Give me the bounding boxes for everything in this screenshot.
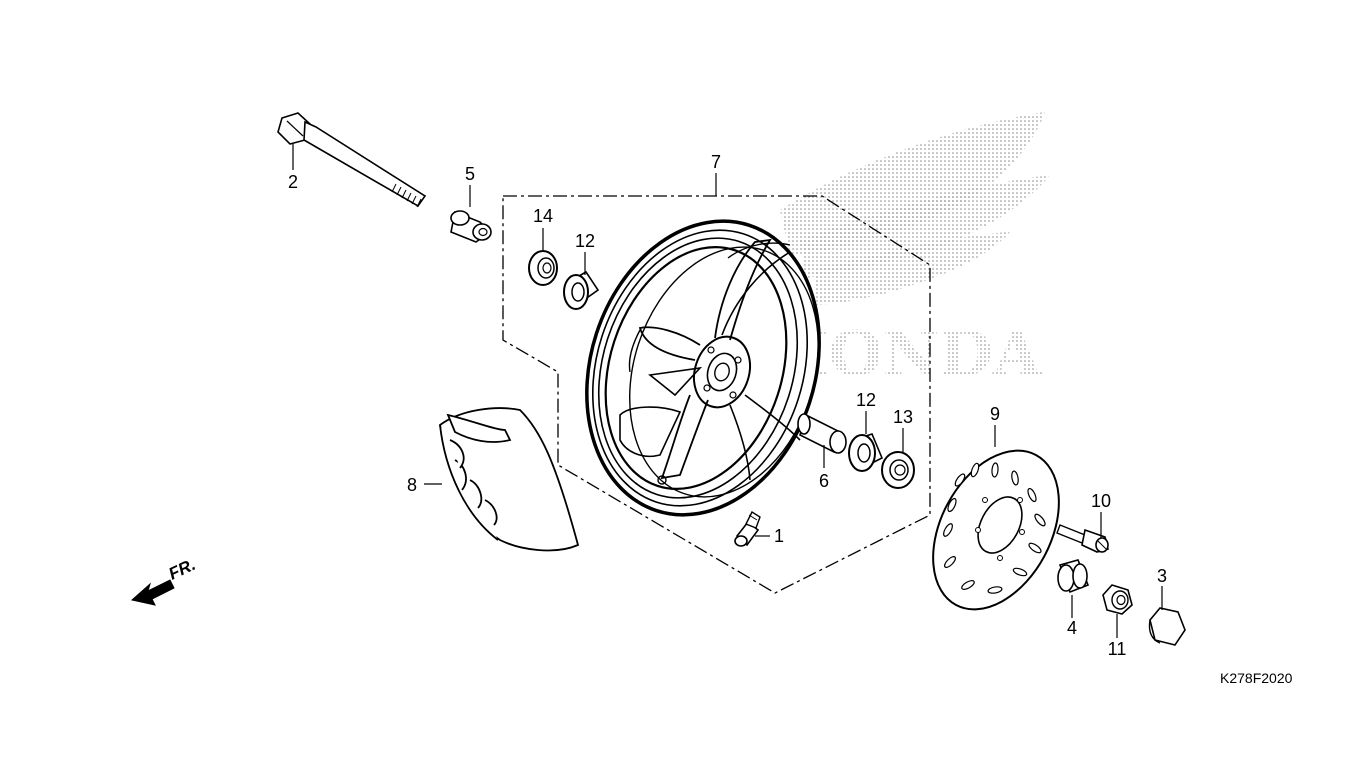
brake-disc (932, 449, 1060, 611)
front-tire (439, 407, 580, 552)
side-collar-right (1057, 559, 1090, 594)
label-2: 2 (288, 172, 298, 192)
label-14: 14 (533, 206, 553, 226)
assembly-boundary (502, 195, 931, 594)
label-8: 8 (407, 475, 417, 495)
label-5: 5 (465, 164, 475, 184)
label-9: 9 (990, 404, 1000, 424)
front-direction-indicator: FR. (130, 555, 199, 606)
label-13: 13 (893, 407, 913, 427)
radial-bearing-12-left (563, 270, 600, 310)
label-4: 4 (1067, 618, 1077, 638)
distance-collar (797, 413, 847, 454)
leader-lines (292, 144, 1163, 638)
label-12a: 12 (575, 231, 595, 251)
disc-bolt (1056, 524, 1109, 553)
front-label: FR. (166, 555, 199, 584)
side-collar (450, 210, 492, 243)
label-7: 7 (711, 152, 721, 172)
front-arrow-icon (130, 579, 175, 606)
radial-bearing-12-right (848, 433, 884, 472)
dust-seal-13 (881, 451, 915, 489)
honda-wing-watermark: HONDA (770, 112, 1050, 390)
label-6: 6 (819, 471, 829, 491)
label-1: 1 (774, 526, 784, 546)
label-11: 11 (1108, 639, 1127, 659)
dust-seal-14 (528, 250, 558, 286)
label-10: 10 (1091, 491, 1111, 511)
axle-bolt (277, 112, 427, 208)
label-12b: 12 (856, 390, 876, 410)
axle-cap (1148, 607, 1186, 646)
axle-nut (1102, 584, 1133, 615)
label-3: 3 (1157, 566, 1167, 586)
callout-labels: 2 5 14 12 7 8 1 6 12 13 9 10 3 4 11 (288, 152, 1167, 659)
front-wheel (585, 219, 821, 517)
drawing-code: K278F2020 (1220, 670, 1293, 686)
tire-valve (734, 510, 761, 547)
